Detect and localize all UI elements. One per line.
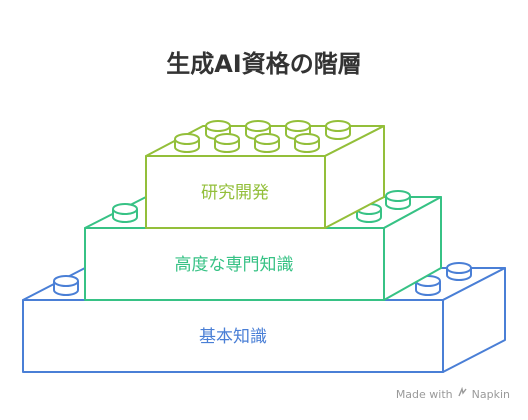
top-stud-7: [254, 133, 280, 153]
top-layer-label: 研究開発: [201, 183, 269, 203]
top-brick: [145, 120, 385, 229]
top-stud-8: [294, 133, 320, 153]
napkin-brand-text: Napkin: [471, 387, 510, 401]
top-stud-6: [214, 133, 240, 153]
bottom-stud-left: [53, 275, 79, 296]
made-with-text: Made with: [395, 387, 453, 401]
top-stud-4: [325, 120, 351, 140]
middle-brick: [84, 190, 442, 301]
made-with-credit: Made with Napkin: [395, 386, 510, 401]
middle-stud-left: [112, 203, 138, 223]
diagram-title: 生成AI資格の階層: [166, 50, 362, 78]
bottom-brick-side: [442, 267, 506, 373]
bottom-layer-label: 基本知識: [199, 327, 267, 347]
top-brick-side: [324, 125, 385, 229]
top-stud-5: [174, 133, 200, 153]
middle-stud-right-2: [385, 190, 411, 210]
bottom-stud-right-2: [446, 262, 472, 281]
middle-brick-side: [383, 196, 442, 301]
middle-layer-label: 高度な専門知識: [175, 255, 294, 275]
napkin-logo-icon: [457, 386, 468, 401]
